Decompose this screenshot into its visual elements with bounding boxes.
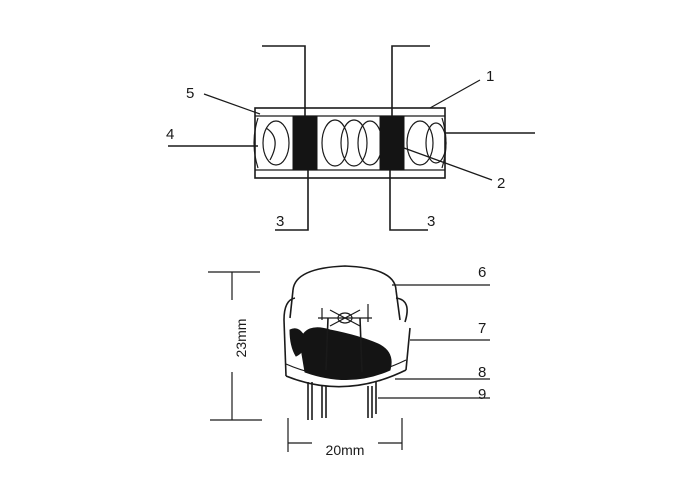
- width-dimension: 20mm: [287, 418, 403, 458]
- electrode-lead-bottom-right: [389, 170, 428, 231]
- callout-label-4: 4: [166, 126, 174, 143]
- electrode-lead-top-right: [391, 45, 430, 116]
- callout-label-2: 2: [497, 175, 505, 192]
- sensor-package: 6 7 8 9: [283, 264, 490, 420]
- electrode-lead-top-left: [262, 45, 306, 116]
- electrode-band-right: [379, 115, 405, 171]
- callout-label-6: 6: [478, 264, 486, 281]
- inner-base-dark: [299, 327, 392, 380]
- electrode-lead-bottom-left: [275, 170, 309, 231]
- tube-left-cap: [253, 117, 259, 169]
- heater-coil: [262, 119, 447, 167]
- electrode-band-left: [292, 115, 318, 171]
- pins: [307, 382, 377, 420]
- callout-label-8: 8: [478, 364, 486, 381]
- height-dimension: 23mm: [208, 271, 262, 421]
- cap-right-side: [395, 289, 401, 321]
- leader-2: [403, 147, 493, 181]
- body-left-side: [283, 319, 287, 377]
- inner-side-dark: [289, 328, 307, 357]
- width-dimension-label: 20mm: [326, 442, 365, 458]
- callout-label-9: 9: [478, 386, 486, 403]
- leader-1: [429, 79, 481, 109]
- body-bottom: [285, 369, 407, 388]
- callout-label-5: 5: [186, 85, 194, 102]
- tube-cross-section: 1 2 3 3 4 5: [166, 45, 535, 231]
- cap-dome: [292, 265, 397, 291]
- leader-5: [203, 93, 261, 115]
- tube-outer-wall: [254, 107, 446, 179]
- cap-left-side: [289, 289, 294, 319]
- sensing-element: [318, 304, 372, 327]
- callout-label-1: 1: [486, 68, 494, 85]
- height-dimension-label: 23mm: [233, 319, 249, 358]
- body-right-side: [405, 327, 411, 371]
- callout-label-3-left: 3: [276, 213, 284, 230]
- callout-label-3-right: 3: [427, 213, 435, 230]
- callout-label-7: 7: [478, 320, 486, 337]
